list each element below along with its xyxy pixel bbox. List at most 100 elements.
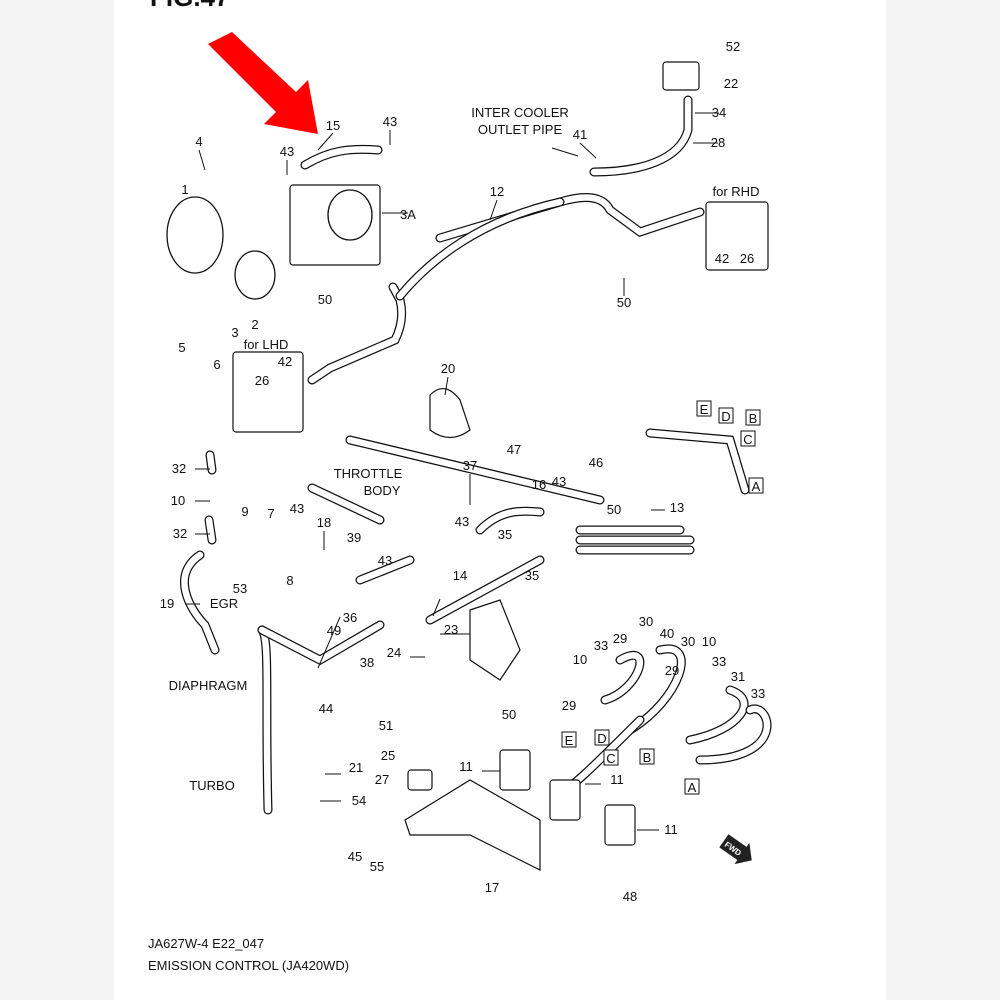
callout-16: 16: [532, 477, 546, 492]
callout-13: 13: [670, 500, 684, 515]
callout-50: 50: [607, 502, 621, 517]
callout-37: 37: [463, 458, 477, 473]
callout-42: 42: [715, 251, 729, 266]
connector-box-B: B: [745, 409, 761, 426]
callout-24: 24: [387, 645, 401, 660]
callout-40: 40: [660, 626, 674, 641]
bracket-17: [404, 779, 541, 871]
callout-33: 33: [594, 638, 608, 653]
note-body: BODY: [364, 483, 401, 498]
callout-17: 17: [485, 880, 499, 895]
callout-34: 34: [712, 105, 726, 120]
connector-letter: C: [606, 751, 615, 766]
callout-43: 43: [383, 114, 397, 129]
note-outlet-pipe: OUTLET PIPE: [478, 122, 563, 137]
hose-6: [204, 515, 217, 545]
connector-letter: C: [743, 432, 752, 447]
callout-54: 54: [352, 793, 366, 808]
gasket-ring: [234, 250, 276, 300]
callout-29: 29: [665, 663, 679, 678]
callout-6: 6: [213, 357, 220, 372]
connector-box-B: B: [639, 748, 655, 765]
note-throttle: THROTTLE: [334, 466, 403, 481]
callout-15: 15: [326, 118, 340, 133]
cushion-27: [407, 769, 433, 791]
fwd-arrow-icon: FWD: [719, 834, 752, 865]
callout-51: 51: [379, 718, 393, 733]
callout-2: 2: [251, 317, 258, 332]
leader-line: [432, 598, 441, 617]
callout-21: 21: [349, 760, 363, 775]
hose-10: [307, 483, 385, 525]
callout-29: 29: [562, 698, 576, 713]
callout-43: 43: [280, 144, 294, 159]
connector-letter: D: [721, 409, 730, 424]
leader-line: [198, 149, 206, 171]
callout-50: 50: [318, 292, 332, 307]
vsv-11c: [604, 804, 636, 846]
hose-18: [425, 555, 545, 625]
hose-3: [395, 197, 565, 301]
callout-26: 26: [740, 251, 754, 266]
callout-53: 53: [233, 581, 247, 596]
diagram-title: EMISSION CONTROL (JA420WD): [148, 958, 349, 973]
callout-22: 22: [724, 76, 738, 91]
callout-18: 18: [317, 515, 331, 530]
note-egr: EGR: [210, 596, 238, 611]
callout-25: 25: [381, 748, 395, 763]
leader-line: [444, 376, 449, 396]
connector-box-D: D: [718, 407, 734, 424]
callout-11: 11: [459, 759, 473, 774]
callout-4: 4: [195, 134, 202, 149]
vsv-11a: [499, 749, 531, 791]
callout-31: 31: [731, 669, 745, 684]
red-highlight-arrow: [208, 32, 318, 134]
connector-letter: E: [700, 402, 709, 417]
callout-36: 36: [343, 610, 357, 625]
hose-4: [589, 95, 693, 177]
callout-20: 20: [441, 361, 455, 376]
connector-box-C: C: [740, 430, 756, 447]
callout-44: 44: [319, 701, 333, 716]
callout-7: 7: [267, 506, 274, 521]
callout-26: 26: [255, 373, 269, 388]
callout-10: 10: [573, 652, 587, 667]
callout-52: 52: [726, 39, 740, 54]
callout-32: 32: [172, 461, 186, 476]
callout-28: 28: [711, 135, 725, 150]
connector-box-C: C: [603, 749, 619, 766]
note-diaphragm: DIAPHRAGM: [169, 678, 248, 693]
connector-letter: E: [565, 733, 574, 748]
leader-line: [317, 132, 334, 151]
leader-line: [551, 147, 579, 157]
callout-8: 8: [286, 573, 293, 588]
callout-23: 23: [444, 622, 458, 637]
diagram-sheet: [114, 0, 886, 1000]
vsv-22: [662, 61, 700, 91]
callout-38: 38: [360, 655, 374, 670]
lhd-detail-box: [232, 351, 304, 433]
hose-5: [205, 450, 217, 475]
callout-39: 39: [347, 530, 361, 545]
leader-line: [579, 142, 597, 159]
callout-47: 47: [507, 442, 521, 457]
callout-45: 45: [348, 849, 362, 864]
callout-10: 10: [171, 493, 185, 508]
callout-3A: 3A: [400, 207, 416, 222]
hose-8: [257, 625, 273, 815]
callout-30: 30: [681, 634, 695, 649]
callout-48: 48: [623, 889, 637, 904]
callout-33: 33: [712, 654, 726, 669]
callout-43: 43: [290, 501, 304, 516]
callout-35: 35: [525, 568, 539, 583]
note-inter-cooler: INTER COOLER: [471, 105, 569, 120]
note-for-lhd: for LHD: [244, 337, 289, 352]
callout-46: 46: [589, 455, 603, 470]
note-turbo: TURBO: [189, 778, 235, 793]
callout-11: 11: [664, 822, 678, 837]
gasket-kit-box-3a: [289, 184, 381, 266]
diagram-code: JA627W-4 E22_047: [148, 936, 264, 951]
